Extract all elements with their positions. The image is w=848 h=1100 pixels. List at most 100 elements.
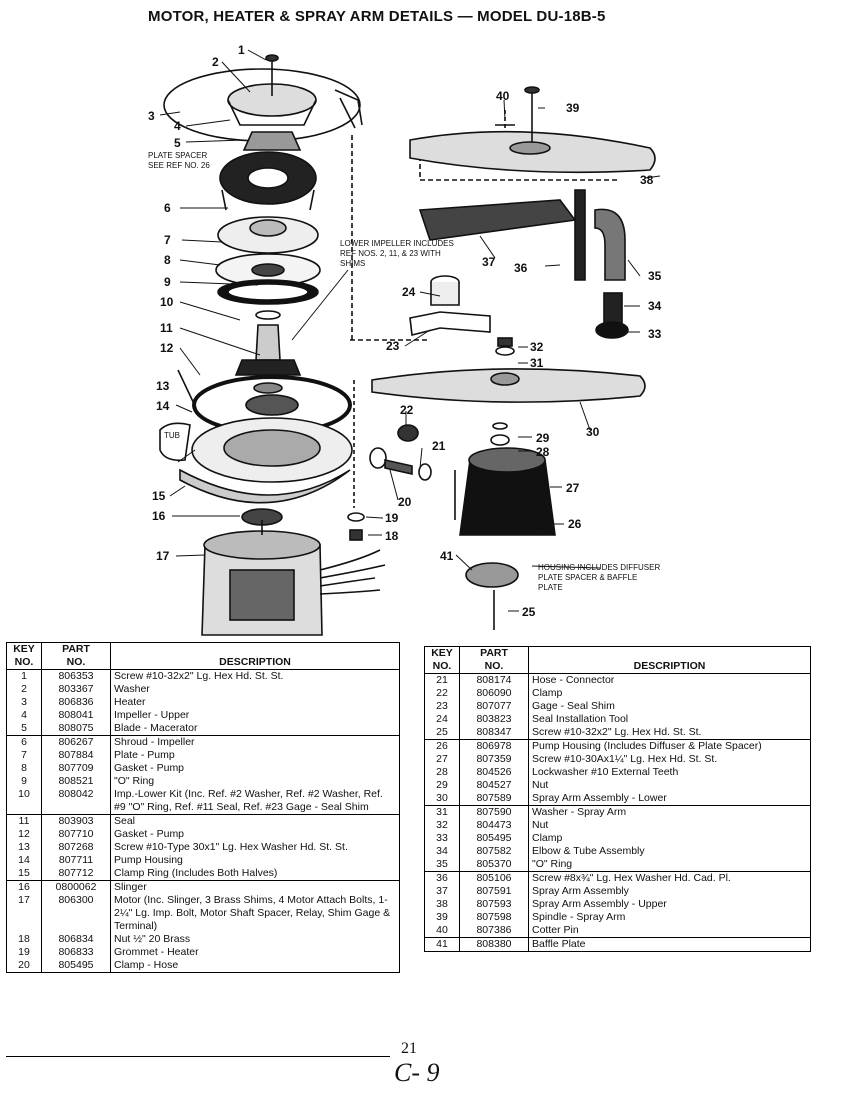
part-number-cell: 808380 (459, 937, 529, 952)
key-cell: 37 (424, 885, 460, 898)
part-number-cell: 805495 (41, 959, 111, 973)
part-number-cell: 806978 (459, 739, 529, 753)
description-cell: Slinger (114, 881, 147, 893)
key-cell: 30 (424, 792, 460, 806)
description-cell: Washer (114, 683, 150, 695)
part-number-cell: 807582 (459, 845, 529, 858)
description-cell: Screw #10-32x2" Lg. Hex Hd. St. St. (114, 670, 284, 682)
description-cell: Gasket - Pump (114, 828, 185, 840)
description-cell: Heater (114, 696, 146, 708)
callout-17: 17 (156, 549, 170, 563)
part-number-cell: 807598 (459, 911, 529, 924)
note-housing-3: PLATE (538, 583, 563, 592)
key-cell: 4 (6, 709, 42, 722)
description-cell: Spray Arm Assembly (532, 885, 629, 897)
description-cell: Clamp (532, 687, 563, 699)
callout-32: 32 (530, 340, 544, 354)
callout-9: 9 (164, 275, 171, 289)
callout-37: 37 (482, 255, 496, 269)
key-cell: 5 (6, 722, 42, 736)
part-number-cell: 805106 (459, 871, 529, 885)
callout-35: 35 (648, 269, 662, 283)
part-number-cell: 808042 (41, 788, 111, 815)
header-description: DESCRIPTION (528, 646, 811, 674)
description-cell: Gasket - Pump (114, 762, 185, 774)
key-cell: 12 (6, 828, 42, 841)
part-number-cell: 807591 (459, 885, 529, 898)
description-cell: Cotter Pin (528, 924, 811, 938)
callout-3: 3 (148, 109, 155, 123)
part-number-cell: 806090 (459, 687, 529, 700)
part-number-cell: 803903 (41, 814, 111, 828)
description-cell: Nut ½" 20 Brass (114, 933, 191, 945)
callout-5: 5 (174, 136, 181, 150)
description-cell: Grommet - Heater (114, 946, 199, 958)
key-cell: 26 (424, 739, 460, 753)
callout-19: 19 (385, 511, 399, 525)
page-number: 21 (401, 1040, 417, 1057)
key-cell: 16 (6, 880, 42, 894)
key-cell: 32 (424, 819, 460, 832)
part-number-cell: 805370 (459, 858, 529, 872)
callout-29: 29 (536, 431, 550, 445)
description-cell: Baffle Plate (528, 937, 811, 952)
part-number-cell: 806836 (41, 696, 111, 709)
key-cell: 21 (424, 673, 460, 687)
callout-8: 8 (164, 253, 171, 267)
description-cell: Screw #10-32x2" Lg. Hex Hd. St. St. (528, 726, 811, 740)
description-cell: Shroud - Impeller (114, 736, 195, 748)
description-cell: Gage - Seal Shim (532, 700, 615, 712)
key-cell: 15 (6, 867, 42, 881)
key-cell: 13 (6, 841, 42, 854)
key-cell: 27 (424, 753, 460, 766)
description-cell: Spray Arm Assembly - Lower (528, 792, 811, 806)
key-cell: 34 (424, 845, 460, 858)
part-number-cell: 807386 (459, 924, 529, 938)
callout-36: 36 (514, 261, 528, 275)
part-number-cell: 0800062 (41, 880, 111, 894)
page-title: MOTOR, HEATER & SPRAY ARM DETAILS — MODE… (148, 8, 606, 25)
part-number-cell: 808521 (41, 775, 111, 788)
callout-34: 34 (648, 299, 662, 313)
key-cell: 38 (424, 898, 460, 911)
part-number-cell: 803367 (41, 683, 111, 696)
part-number-cell: 804527 (459, 779, 529, 792)
description-cell: Clamp (532, 832, 563, 844)
key-cell: 1 (6, 669, 42, 683)
part-number-cell: 808041 (41, 709, 111, 722)
key-cell: 22 (424, 687, 460, 700)
part-number-cell: 807268 (41, 841, 111, 854)
description-cell: Screw #8x¾" Lg. Hex Washer Hd. Cad. Pl. (532, 872, 731, 884)
key-cell: 28 (424, 766, 460, 779)
bottom-rule (6, 1056, 390, 1057)
description-cell: Seal (114, 815, 136, 827)
key-cell: 14 (6, 854, 42, 867)
diagram-svg: 1 2 3 4 5 6 7 8 9 10 11 12 13 14 15 16 1… (148, 43, 662, 636)
part-number-cell: 806300 (41, 894, 111, 933)
part-number-cell: 808347 (459, 726, 529, 740)
callout-30: 30 (586, 425, 600, 439)
description-cell: Spray Arm Assembly - Upper (532, 898, 667, 910)
description-cell: Seal Installation Tool (532, 713, 629, 725)
part-number-cell: 807710 (41, 828, 111, 841)
part-number-cell: 807590 (459, 805, 529, 819)
note-plate-spacer-2: SEE REF NO. 26 (148, 161, 210, 170)
